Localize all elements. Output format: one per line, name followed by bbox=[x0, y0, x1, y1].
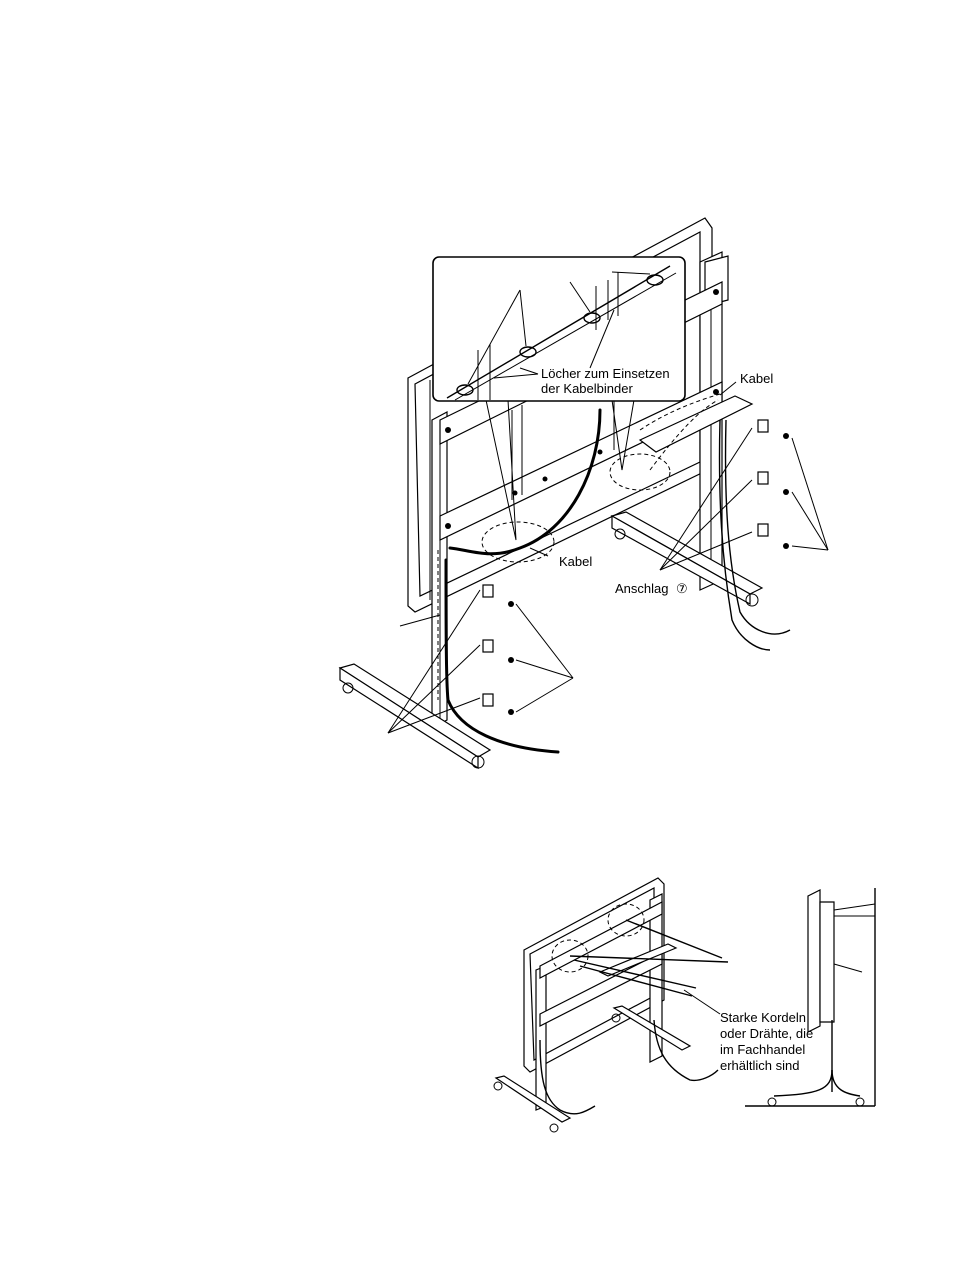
stopper-clamps-left bbox=[483, 585, 514, 715]
cable-label-right: Kabel bbox=[740, 371, 773, 386]
cords-label-line3: im Fachhandel bbox=[720, 1042, 805, 1057]
iso-view bbox=[494, 878, 728, 1132]
holes-label-line2: der Kabelbinder bbox=[541, 381, 633, 396]
cords-label-line4: erhältlich sind bbox=[720, 1058, 800, 1073]
left-base bbox=[340, 664, 490, 768]
side-view bbox=[745, 888, 875, 1106]
figure-anti-tip: Starke Kordeln oder Drähte, die im Fachh… bbox=[494, 878, 875, 1132]
figure-cable-routing: Löcher zum Einsetzen der Kabelbinder Kab… bbox=[340, 218, 828, 768]
cords-label-line1: Starke Kordeln bbox=[720, 1010, 806, 1025]
holes-label-line1: Löcher zum Einsetzen bbox=[541, 366, 670, 381]
stopper-label: Anschlag bbox=[615, 581, 668, 596]
cords-label-line2: oder Drähte, die bbox=[720, 1026, 813, 1041]
stopper-clamps-right bbox=[758, 420, 789, 549]
stopper-number: ⑦ bbox=[676, 581, 688, 596]
cable-label-center: Kabel bbox=[559, 554, 592, 569]
